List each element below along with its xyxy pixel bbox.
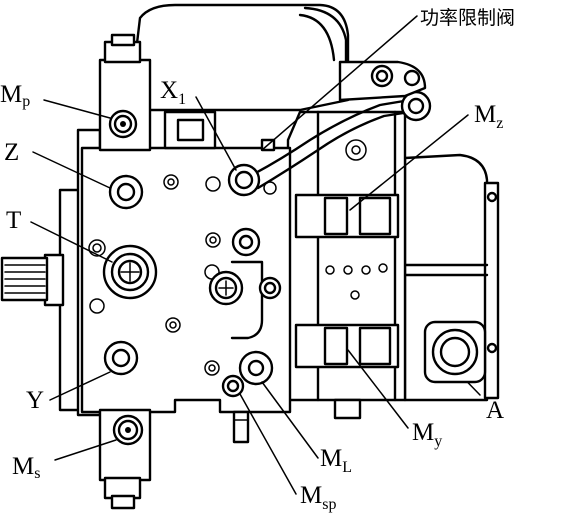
label-mp: Mp [0,81,30,110]
label-z: Z [4,139,19,166]
label-a: A [486,397,504,424]
label-y: Y [26,387,44,414]
label-mz: Mz [474,101,503,132]
leader-ms [54,439,117,461]
label-t: T [6,207,21,234]
control-pipe [227,60,432,197]
leader-x1 [195,96,237,171]
leader-y [49,371,111,401]
ports [88,109,282,446]
label-msp: Msp [300,482,336,513]
leader-t [30,221,113,263]
leader-ml [261,381,319,459]
motor-housing [133,3,350,112]
leader-mz [349,114,469,211]
front-block [76,33,292,510]
label-my: My [412,419,442,450]
label-x1: X1 [160,77,186,108]
leader-mp [43,99,111,119]
label-power-limit-valve: 功率限制阀 [420,7,515,29]
leader-z [32,151,111,189]
leader-msp [239,393,297,495]
leader-lines [30,15,481,495]
leader-power-limit-valve [261,15,418,151]
leader-my [347,349,409,429]
label-ms: Ms [12,453,40,482]
middle-block [286,110,407,420]
port-a [423,320,487,384]
labels: 功率限制阀 X1 Mp Z T Y Ms Mz A My ML Msp [0,7,515,513]
label-ml: ML [320,445,352,476]
